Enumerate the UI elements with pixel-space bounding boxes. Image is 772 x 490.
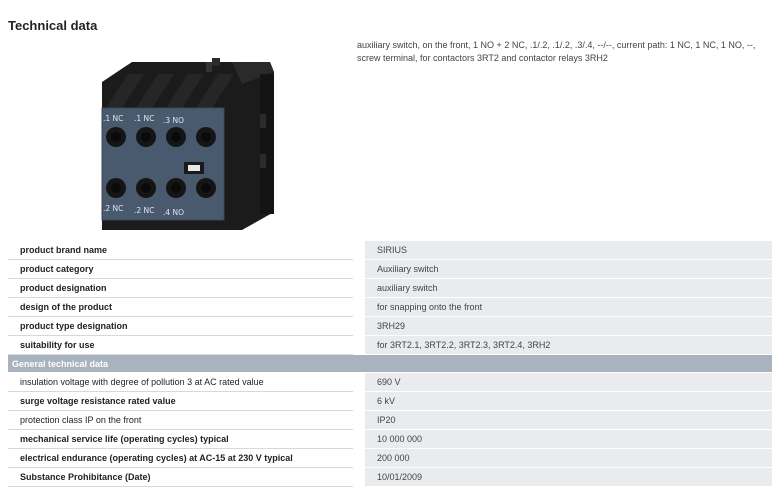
row-value: 690 V [365,373,772,392]
row-label: product designation [8,279,353,298]
row-label: surge voltage resistance rated value [8,392,353,411]
row-label: product brand name [8,241,353,260]
row-value: auxiliary switch [365,279,772,298]
row-label: product type designation [8,317,353,336]
row-value: SIRIUS [365,241,772,260]
row-value: 10 000 000 [365,430,772,449]
row-label: protection class IP on the front [8,411,353,430]
table-row: product designation auxiliary switch [8,279,772,298]
page-title: Technical data [8,18,98,33]
table-row: electrical endurance (operating cycles) … [8,449,772,468]
svg-text:.3 NO: .3 NO [163,116,184,125]
technical-data-table: product brand name SIRIUS product catego… [8,241,772,487]
row-label: mechanical service life (operating cycle… [8,430,353,449]
table-row: Substance Prohibitance (Date) 10/01/2009 [8,468,772,487]
row-label: Substance Prohibitance (Date) [8,468,353,487]
table-row: product category Auxiliary switch [8,260,772,279]
table-row: mechanical service life (operating cycle… [8,430,772,449]
table-row: protection class IP on the front IP20 [8,411,772,430]
table-row: insulation voltage with degree of pollut… [8,373,772,392]
table-row: product type designation 3RH29 [8,317,772,336]
section-header: General technical data [8,355,772,373]
row-label: product category [8,260,353,279]
section-title: General technical data [8,355,772,373]
row-label: suitability for use [8,336,353,355]
svg-text:.1 NC: .1 NC [134,114,154,123]
product-description: auxiliary switch, on the front, 1 NO + 2… [357,40,756,63]
row-value: for snapping onto the front [365,298,772,317]
row-value: IP20 [365,411,772,430]
svg-text:.1 NC: .1 NC [103,114,123,123]
table-row: suitability for use for 3RT2.1, 3RT2.2, … [8,336,772,355]
row-value: 6 kV [365,392,772,411]
row-value: 10/01/2009 [365,468,772,487]
table-row: product brand name SIRIUS [8,241,772,260]
row-value: 3RH29 [365,317,772,336]
row-label: design of the product [8,298,353,317]
table-row: surge voltage resistance rated value 6 k… [8,392,772,411]
row-value: 200 000 [365,449,772,468]
row-value: for 3RT2.1, 3RT2.2, 3RT2.3, 3RT2.4, 3RH2 [365,336,772,355]
product-image: .1 NC .1 NC .3 NO .2 NC .2 NC .4 NO [101,58,274,230]
table-row: design of the product for snapping onto … [8,298,772,317]
row-label: electrical endurance (operating cycles) … [8,449,353,468]
row-value: Auxiliary switch [365,260,772,279]
svg-text:.2 NC: .2 NC [134,206,154,215]
svg-text:.4 NO: .4 NO [163,208,184,217]
svg-text:.2 NC: .2 NC [103,204,123,213]
row-label: insulation voltage with degree of pollut… [8,373,353,392]
